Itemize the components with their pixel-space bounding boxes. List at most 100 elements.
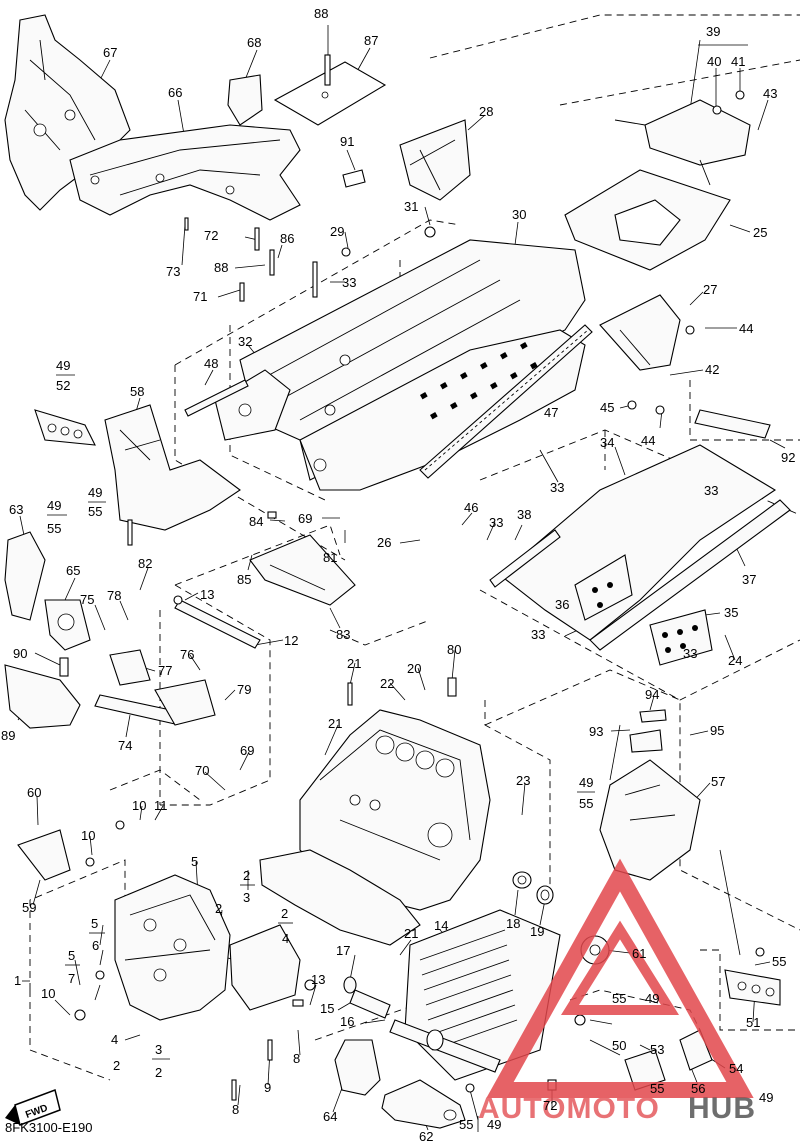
part-right-lower-plate [229,924,301,1011]
callout-14: 14 [434,918,448,933]
callout-21: 21 [404,926,418,941]
callout-88: 88 [214,260,228,275]
part-53-arm [624,1049,666,1091]
callout-66: 66 [168,85,182,100]
part-91-label [342,169,366,188]
part-92-bar [694,409,771,439]
part-48-rod [184,379,249,417]
callout-79: 79 [237,682,251,697]
part-93-block [629,729,663,753]
callout-77: 77 [158,663,172,678]
part-drawings [4,14,791,1129]
callout-15: 15 [320,1001,334,1016]
part-28-bracket [399,119,471,201]
callout-61: 61 [632,946,646,961]
callout-22: 22 [380,676,394,691]
fwd-direction-badge: FWD [5,1089,61,1126]
callout-85: 85 [237,572,251,587]
callout-2: 2 [155,1065,162,1080]
callout-5: 5 [91,916,98,931]
callout-56: 56 [691,1081,705,1096]
callout-52: 52 [56,378,70,393]
callout-29: 29 [330,224,344,239]
part-12-crossbar [174,599,261,649]
part-38-strip [489,529,561,588]
callout-2: 2 [243,868,250,883]
callout-78: 78 [107,588,121,603]
callout-27: 27 [703,282,717,297]
part-68-bracket [227,74,263,126]
callout-95: 95 [710,723,724,738]
callout-76: 76 [180,647,194,662]
watermark-text-a: AUTOMOTO [478,1092,660,1125]
callout-25: 25 [753,225,767,240]
part-35-plate [649,609,713,666]
callout-33: 33 [550,480,564,495]
callout-13: 13 [311,972,325,987]
part-64-cover [334,1039,381,1096]
callout-68: 68 [247,35,261,50]
part-16-shaft [389,1019,501,1073]
callout-21: 21 [328,716,342,731]
callout-33: 33 [683,646,697,661]
callout-11: 11 [154,798,168,813]
callout-49: 49 [47,498,61,513]
callout-2: 2 [215,901,222,916]
callout-34: 34 [600,435,614,450]
callout-46: 46 [464,500,478,515]
callout-73: 73 [166,264,180,279]
callout-2: 2 [281,906,288,921]
callout-92: 92 [781,450,795,465]
watermark-triangle-logo [486,858,754,1098]
callout-4: 4 [282,931,289,946]
callout-35: 35 [724,605,738,620]
part-36-plate [574,554,633,621]
part-15-shaft [349,989,391,1019]
callout-24: 24 [728,653,742,668]
part-17-spacer [343,976,357,994]
callout-75: 75 [80,592,94,607]
callout-5: 5 [191,854,198,869]
part-34-panel [499,444,777,641]
callout-16: 16 [340,1014,354,1029]
callout-36: 36 [555,597,569,612]
automotohub-watermark: AUTOMOTO HUB [478,858,756,1125]
callout-47: 47 [544,405,558,420]
callout-49: 49 [759,1090,773,1105]
callout-2: 2 [113,1058,120,1073]
callout-30: 30 [512,207,526,222]
part-39-bracket [644,99,751,166]
part-57-bracket [599,759,701,881]
part-83-tray [249,534,356,606]
callout-72: 72 [204,228,218,243]
callout-74: 74 [118,738,132,753]
watermark-text-b: HUB [688,1092,756,1125]
callout-91: 91 [340,134,354,149]
callout-58: 58 [130,384,144,399]
callout-55: 55 [459,1117,473,1132]
callout-62: 62 [419,1129,433,1144]
part-26-tunnel-frame [239,239,586,491]
callout-18: 18 [506,916,520,931]
callout-87: 87 [364,33,378,48]
callout-88: 88 [314,6,328,21]
part-27-bracket [599,294,681,371]
part-37-rail [589,499,791,651]
callout-33: 33 [489,515,503,530]
callout-84: 84 [249,514,263,529]
callout-19: 19 [530,924,544,939]
callout-59: 59 [22,900,36,915]
callout-57: 57 [711,774,725,789]
part-left-lower-frame [114,874,231,1021]
callout-7: 7 [68,971,75,986]
callout-23: 23 [516,773,530,788]
callout-44: 44 [641,433,655,448]
part-58-bracket [104,404,241,531]
callout-1: 1 [14,973,21,988]
callout-28: 28 [479,104,493,119]
callout-82: 82 [138,556,152,571]
callout-43: 43 [763,86,777,101]
callout-9: 9 [264,1080,271,1095]
callout-12: 12 [284,633,298,648]
